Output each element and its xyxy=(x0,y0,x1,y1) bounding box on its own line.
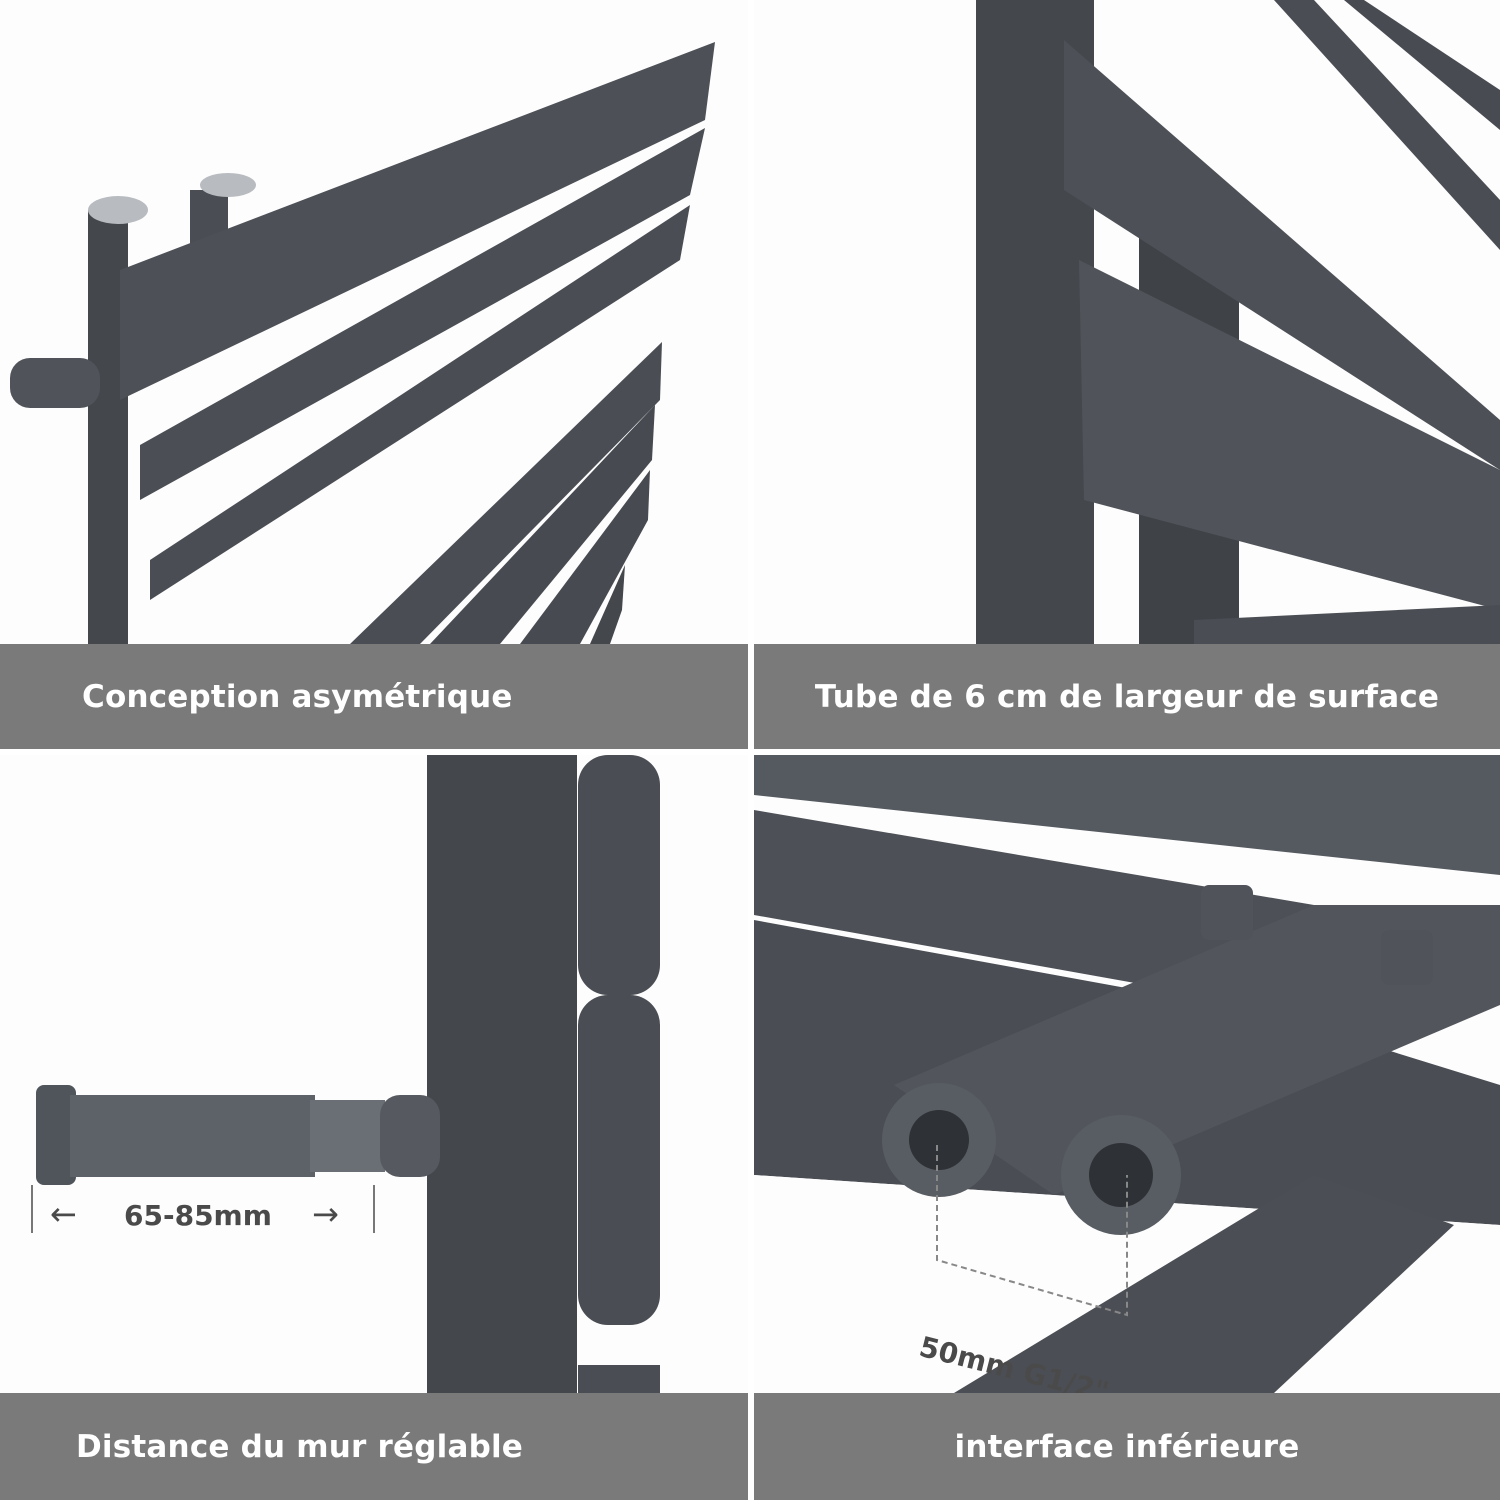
photo-wall-distance: ← → 65-85mm xyxy=(0,755,748,1393)
caption-wall-distance: Distance du mur réglable xyxy=(0,1393,748,1500)
arrow-left-icon: ← xyxy=(50,1195,77,1233)
wall-distance-label: 65-85mm xyxy=(124,1199,272,1232)
photo-tube-width xyxy=(754,0,1500,644)
photo-asymmetric-design xyxy=(0,0,748,644)
tube-illustration xyxy=(976,0,1500,644)
bottom-connection-illustration xyxy=(754,755,1500,1393)
caption-bottom-interface: interface inférieure xyxy=(754,1393,1500,1500)
caption-tube-width: Tube de 6 cm de largeur de surface xyxy=(754,644,1500,749)
photo-bottom-interface: 50mm G1/2" xyxy=(754,755,1500,1393)
radiator-illustration xyxy=(10,42,715,644)
wall-bracket-illustration xyxy=(31,755,660,1393)
caption-asymmetric-design: Conception asymétrique xyxy=(0,644,748,749)
arrow-right-icon: → xyxy=(312,1195,339,1233)
